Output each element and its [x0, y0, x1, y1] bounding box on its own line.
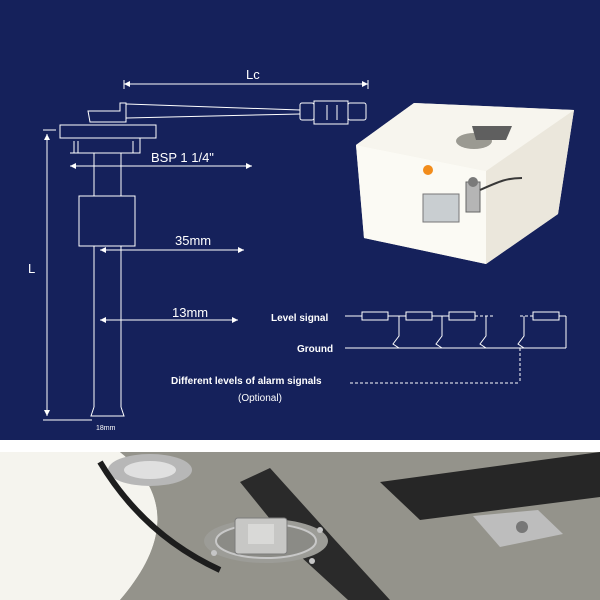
technical-diagram-panel: Lc BSP 1 1/4" 35mm 13mm L 18mm	[0, 0, 600, 440]
arrowheads	[44, 81, 368, 416]
probe-length-label: L	[28, 261, 35, 276]
thread-size-label: BSP 1 1/4"	[151, 150, 214, 165]
sender-outline	[59, 100, 367, 417]
level-signal-label: Level signal	[271, 313, 328, 324]
cable-length-label: Lc	[246, 67, 260, 82]
installed-sender-illustration	[0, 452, 600, 600]
optional-label: (Optional)	[238, 393, 282, 404]
ground-label: Ground	[297, 344, 333, 355]
float-width-label: 35mm	[175, 233, 211, 248]
tip-width-label: 18mm	[96, 425, 116, 432]
fuel-tank-photo	[356, 103, 574, 264]
alarm-signals-label: Different levels of alarm signals	[171, 376, 322, 387]
dimension-lines	[43, 80, 369, 421]
wiring-legend: Level signal Ground Different levels of …	[171, 311, 567, 404]
sender-diagram: Lc BSP 1 1/4" 35mm 13mm L 18mm	[28, 67, 574, 432]
tube-width-label: 13mm	[172, 305, 208, 320]
sender-installed-photo	[0, 452, 600, 600]
